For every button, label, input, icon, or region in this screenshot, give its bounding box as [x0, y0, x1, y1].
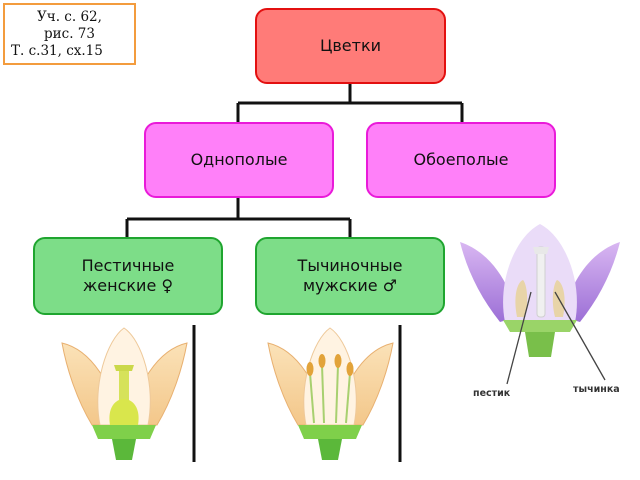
reference-line-1: Уч. с. 62,: [37, 9, 102, 25]
reference-line-3: Т. с.31, сх.15: [11, 43, 103, 59]
pistillate-flower-icon: [61, 327, 188, 460]
node-pistillate-label: Пестичные женские ♀: [81, 256, 175, 295]
node-staminate: Тычиночные мужские ♂: [255, 237, 445, 315]
node-pistillate: Пестичные женские ♀: [33, 237, 223, 315]
node-flowers: Цветки: [255, 8, 446, 84]
bisexual-flower-icon: пестик тычинка: [460, 224, 620, 399]
staminate-flower-icon: [267, 327, 394, 460]
node-bisexual-label: Обоеполые: [413, 150, 509, 169]
node-staminate-label: Тычиночные мужские ♂: [297, 256, 403, 295]
node-unisexual-label: Однополые: [190, 150, 288, 169]
node-unisexual: Однополые: [144, 122, 334, 198]
textbook-reference: Уч. с. 62, рис. 73 Т. с.31, сх.15: [3, 3, 136, 65]
stamen-label: тычинка: [573, 384, 620, 395]
node-flowers-label: Цветки: [319, 36, 382, 55]
reference-line-2: рис. 73: [44, 26, 95, 42]
node-bisexual: Обоеполые: [366, 122, 556, 198]
pistil-label: пестик: [473, 388, 511, 399]
